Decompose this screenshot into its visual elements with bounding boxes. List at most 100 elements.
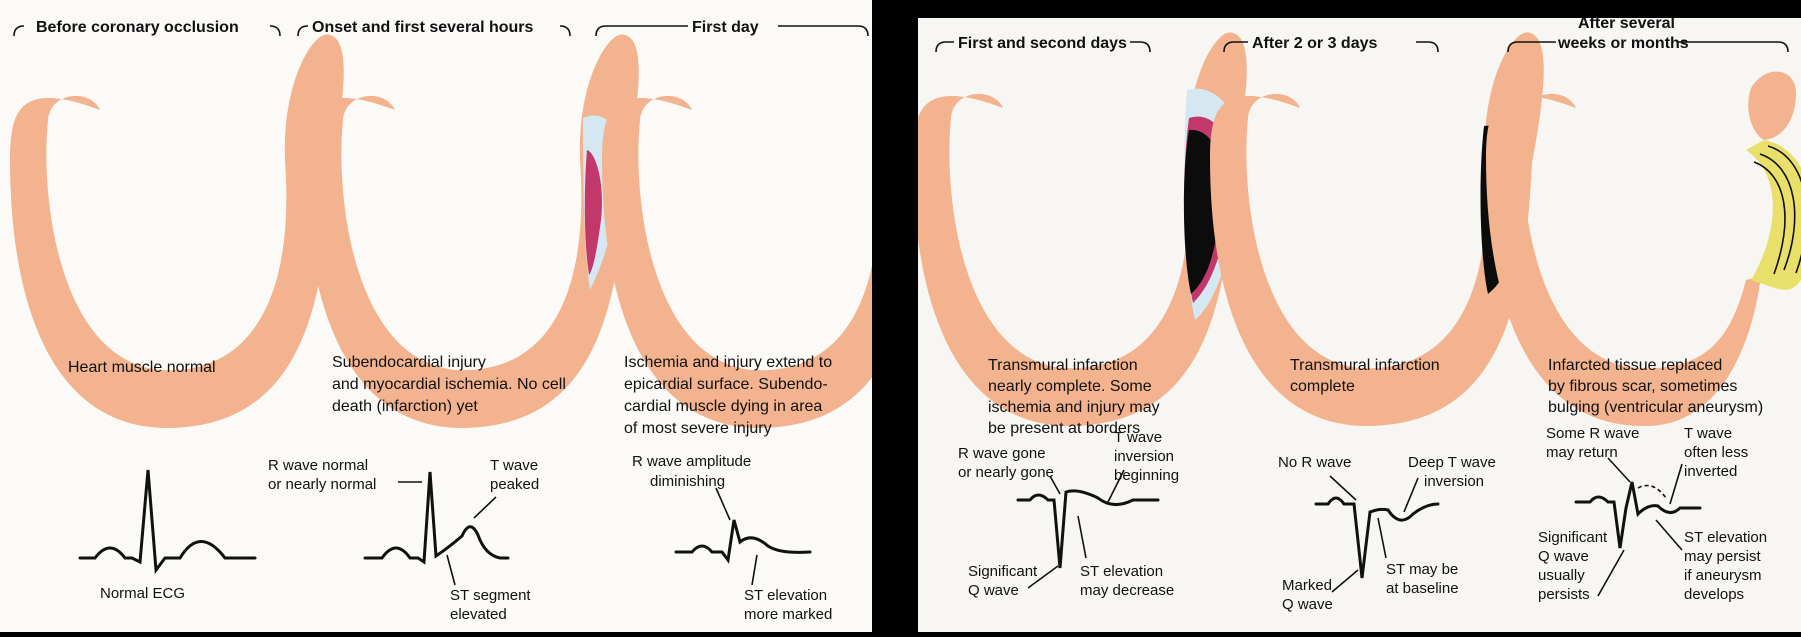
left-panel: Before coronary occlusion Heart muscle n…	[0, 0, 936, 632]
stage-6: After several weeks or months Infarcted …	[1486, 15, 1801, 603]
caption-line: complete	[1290, 378, 1355, 395]
ecg-label: may decrease	[1080, 582, 1174, 599]
caption-line: Ischemia and injury extend to	[624, 354, 832, 371]
stage-header: Before coronary occlusion	[36, 19, 239, 36]
caption-line: and myocardial ischemia. No cell	[332, 376, 566, 393]
ecg-trace	[363, 471, 510, 586]
caption-line: death (infarction) yet	[332, 398, 478, 415]
ecg-label: R wave normal	[268, 457, 368, 474]
ecg-label: if aneurysm	[1684, 567, 1762, 584]
ecg-label: diminishing	[650, 473, 725, 490]
ecg-label: may persist	[1684, 548, 1762, 565]
arrow	[1329, 475, 1357, 501]
stage-4: First and second days Transmural infarct…	[913, 32, 1247, 599]
ecg-label: Some R wave	[1546, 425, 1639, 442]
header-bracket	[1223, 41, 1439, 53]
ecg-label: R wave gone	[958, 445, 1046, 462]
ecg-label: T wave	[1114, 429, 1162, 446]
ecg-label: or nearly normal	[268, 476, 376, 493]
caption-line: of most severe injury	[624, 420, 772, 437]
arrow	[1655, 519, 1683, 551]
stage-2: Onset and first several hours Subendocar…	[268, 19, 639, 623]
caption-line: Infarcted tissue replaced	[1548, 357, 1722, 374]
ecg-label: usually	[1538, 567, 1585, 584]
stage-header: First and second days	[958, 35, 1127, 52]
ecg-label: Marked	[1282, 577, 1332, 594]
header-bracket	[935, 41, 1151, 53]
right-panel: First and second days Transmural infarct…	[913, 15, 1801, 632]
ecg-label: inverted	[1684, 463, 1737, 480]
ecg-label: ST elevation	[744, 587, 827, 604]
caption-line: bulging (ventricular aneurysm)	[1548, 399, 1763, 416]
caption-line: Transmural infarction	[988, 357, 1138, 374]
ecg-label: or nearly gone	[958, 464, 1054, 481]
ecg-label: Significant	[968, 563, 1038, 580]
ecg-label: develops	[1684, 586, 1744, 603]
ecg-label: ST may be	[1386, 561, 1458, 578]
caption-line: cardial muscle dying in area	[624, 398, 822, 415]
caption-line: Transmural infarction	[1290, 357, 1440, 374]
ecg-label: ST segment	[450, 587, 531, 604]
arrow	[751, 554, 758, 586]
ecg-label: Significant	[1538, 529, 1608, 546]
left-panel-drawing: Before coronary occlusion Heart muscle n…	[10, 19, 936, 623]
stage-header: Onset and first several hours	[312, 19, 534, 36]
ecg-label: elevated	[450, 606, 507, 623]
dashed-r-wave	[1637, 484, 1667, 499]
ecg-label: peaked	[490, 476, 539, 493]
arrow	[1377, 517, 1387, 559]
ecg-label: Q wave	[1538, 548, 1589, 565]
caption-line: epicardial surface. Subendo-	[624, 376, 828, 393]
arrow	[473, 496, 497, 519]
ecg-label: more marked	[744, 606, 832, 623]
ecg-label: often less	[1684, 444, 1748, 461]
arrow	[1077, 515, 1087, 559]
caption-line: Subendocardial injury	[332, 354, 486, 371]
arrow	[715, 487, 731, 521]
normal-ecg-trace	[78, 469, 257, 575]
ecg-label: T wave	[1684, 425, 1732, 442]
ecg-label: R wave amplitude	[632, 453, 751, 470]
ecg-label: Q wave	[968, 582, 1019, 599]
arrow	[1669, 463, 1683, 505]
arrow	[1107, 469, 1125, 503]
ecg-trace	[674, 487, 812, 586]
ecg-label: persists	[1538, 586, 1590, 603]
ecg-label: beginning	[1114, 467, 1179, 484]
arrow	[1027, 565, 1059, 589]
ecg-trace	[1016, 469, 1160, 589]
arrow	[1403, 477, 1419, 513]
ecg-trace	[1574, 457, 1702, 597]
ecg-trace	[1314, 475, 1440, 593]
stage-header: First day	[692, 19, 759, 36]
caption-line: by fibrous scar, sometimes	[1548, 378, 1737, 395]
arrow	[1597, 549, 1625, 597]
ecg-label: at baseline	[1386, 580, 1459, 597]
right-panel-drawing: First and second days Transmural infarct…	[913, 15, 1801, 613]
ecg-label: Deep T wave	[1408, 454, 1496, 471]
stage-1: Before coronary occlusion Heart muscle n…	[10, 19, 344, 602]
ecg-label: No R wave	[1278, 454, 1351, 471]
ecg-label: Normal ECG	[100, 585, 185, 602]
caption-line: ischemia and injury may	[988, 399, 1160, 416]
arrow	[446, 554, 456, 586]
ecg-label: may return	[1546, 444, 1618, 461]
header-bracket	[13, 25, 281, 37]
ecg-label: ST elevation	[1080, 563, 1163, 580]
ecg-label: inversion	[1424, 473, 1484, 490]
ecg-label: ST elevation	[1684, 529, 1767, 546]
stage-header: After several	[1578, 18, 1675, 32]
ecg-label: inversion	[1114, 448, 1174, 465]
heart-wall-fibrous-scar	[1486, 71, 1801, 427]
stage-3: First day Ischemia and injury extend to …	[595, 19, 936, 623]
header-bracket	[595, 25, 869, 37]
arrow	[1331, 569, 1359, 593]
caption-line: Heart muscle normal	[68, 359, 216, 376]
stage-header: weeks or months	[1557, 35, 1689, 52]
arrow	[1049, 475, 1061, 495]
stage-header: After 2 or 3 days	[1252, 35, 1377, 52]
ecg-label: T wave	[490, 457, 538, 474]
header-bracket	[1507, 41, 1789, 53]
ecg-label: Q wave	[1282, 596, 1333, 613]
